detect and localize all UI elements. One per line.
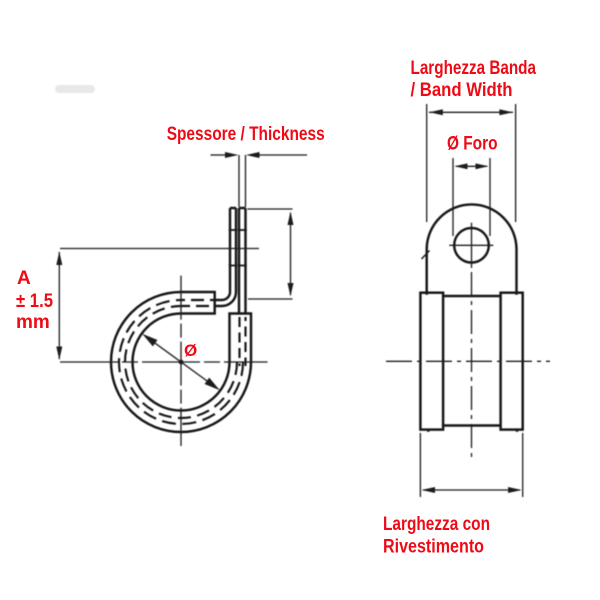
svg-text:A: A <box>17 268 31 289</box>
svg-text:Spessore / Thickness: Spessore / Thickness <box>167 124 325 145</box>
svg-text:mm: mm <box>16 312 50 333</box>
svg-text:Ø: Ø <box>184 341 197 360</box>
svg-text:Ø Foro: Ø Foro <box>447 134 498 155</box>
svg-text:Larghezza Banda: Larghezza Banda <box>411 58 537 79</box>
svg-text:Larghezza con: Larghezza con <box>383 514 490 535</box>
svg-text:± 1.5: ± 1.5 <box>16 291 53 312</box>
svg-text:Rivestimento: Rivestimento <box>383 537 484 558</box>
svg-text:/ Band Width: / Band Width <box>411 80 513 101</box>
